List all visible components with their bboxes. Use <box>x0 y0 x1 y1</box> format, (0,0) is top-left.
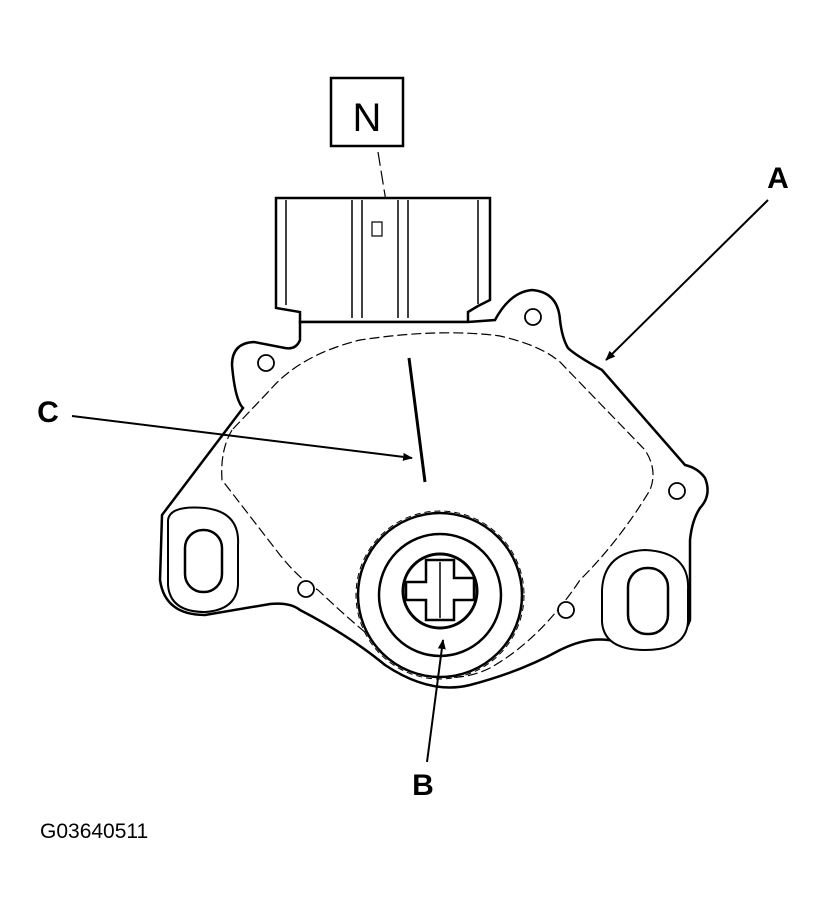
inner-dashed-outline <box>221 332 654 678</box>
callout-b-arrow <box>426 639 446 763</box>
callout-c-label: C <box>37 396 59 429</box>
bolt-holes <box>257 308 686 619</box>
neutral-indicator-box <box>329 76 405 148</box>
callout-b-label: B <box>412 769 434 802</box>
callout-a-label: A <box>767 162 789 195</box>
neutral-indicator-label: N <box>353 96 382 140</box>
shaft-assembly <box>355 510 525 680</box>
right-mounting-slot <box>601 548 690 652</box>
left-mounting-slot <box>167 506 240 614</box>
figure-id: G03640511 <box>40 820 148 843</box>
callout-a-arrow <box>605 199 769 361</box>
neutral-mark-line <box>407 357 427 483</box>
switch-housing <box>158 288 709 689</box>
callout-c-arrow <box>71 415 413 461</box>
connector <box>274 196 492 324</box>
neutral-indicator: N <box>329 76 405 148</box>
